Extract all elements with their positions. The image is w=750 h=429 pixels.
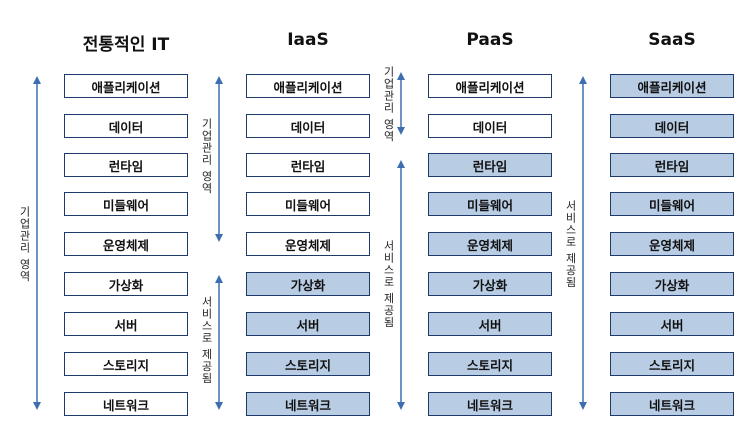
label-iaas-service-provided: 서비스로 제공됨 [200,296,213,385]
layer-box-saas-5: 가상화 [610,272,734,296]
arrow-paas-service-provided [397,160,405,410]
layer-box-paas-1: 데이터 [428,114,552,138]
layer-box-traditional-it-5: 가상화 [64,272,188,296]
layer-box-saas-0: 애플리케이션 [610,74,734,98]
layer-box-paas-7: 스토리지 [428,352,552,376]
layer-box-paas-5: 가상화 [428,272,552,296]
label-saas-service-provided: 서비스로 제공됨 [564,200,577,289]
layer-box-saas-4: 운영체제 [610,232,734,256]
layer-box-saas-6: 서버 [610,312,734,336]
layer-box-saas-8: 네트워크 [610,392,734,416]
label-iaas-enterprise-managed: 기업관리 영역 [200,118,213,195]
layer-box-iaas-8: 네트워크 [246,392,370,416]
layer-box-paas-0: 애플리케이션 [428,74,552,98]
layer-box-traditional-it-7: 스토리지 [64,352,188,376]
layer-box-iaas-6: 서버 [246,312,370,336]
layer-box-iaas-3: 미들웨어 [246,192,370,216]
layer-box-iaas-7: 스토리지 [246,352,370,376]
label-traditional-enterprise-managed: 기업관리 영역 [18,206,31,283]
layer-box-saas-3: 미들웨어 [610,192,734,216]
layer-box-iaas-0: 애플리케이션 [246,74,370,98]
layer-box-traditional-it-1: 데이터 [64,114,188,138]
layer-box-paas-6: 서버 [428,312,552,336]
layer-box-traditional-it-0: 애플리케이션 [64,74,188,98]
layer-box-traditional-it-8: 네트워크 [64,392,188,416]
layer-box-paas-8: 네트워크 [428,392,552,416]
layer-box-iaas-4: 운영체제 [246,232,370,256]
layer-box-iaas-5: 가상화 [246,272,370,296]
arrow-saas-service-provided [579,76,587,410]
layer-box-paas-2: 런타임 [428,153,552,177]
layer-box-paas-4: 운영체제 [428,232,552,256]
arrow-paas-enterprise-managed [397,72,405,135]
arrow-iaas-service-provided [215,275,223,410]
layer-box-traditional-it-2: 런타임 [64,153,188,177]
layer-box-saas-2: 런타임 [610,153,734,177]
label-paas-enterprise-managed: 기업관리 영역 [382,66,395,143]
layer-box-saas-7: 스토리지 [610,352,734,376]
layer-box-paas-3: 미들웨어 [428,192,552,216]
arrow-traditional-enterprise-managed [33,76,41,410]
column-title-traditional-it: 전통적인 IT [82,35,170,55]
layer-box-traditional-it-3: 미들웨어 [64,192,188,216]
arrow-iaas-enterprise-managed [215,76,223,242]
layer-box-iaas-2: 런타임 [246,153,370,177]
label-paas-service-provided: 서비스로 제공됨 [382,240,395,329]
column-title-paas: PaaS [466,30,514,50]
layer-box-saas-1: 데이터 [610,114,734,138]
layer-box-iaas-1: 데이터 [246,114,370,138]
column-title-saas: SaaS [648,30,696,50]
column-title-iaas: IaaS [287,30,329,50]
layer-box-traditional-it-6: 서버 [64,312,188,336]
layer-box-traditional-it-4: 운영체제 [64,232,188,256]
